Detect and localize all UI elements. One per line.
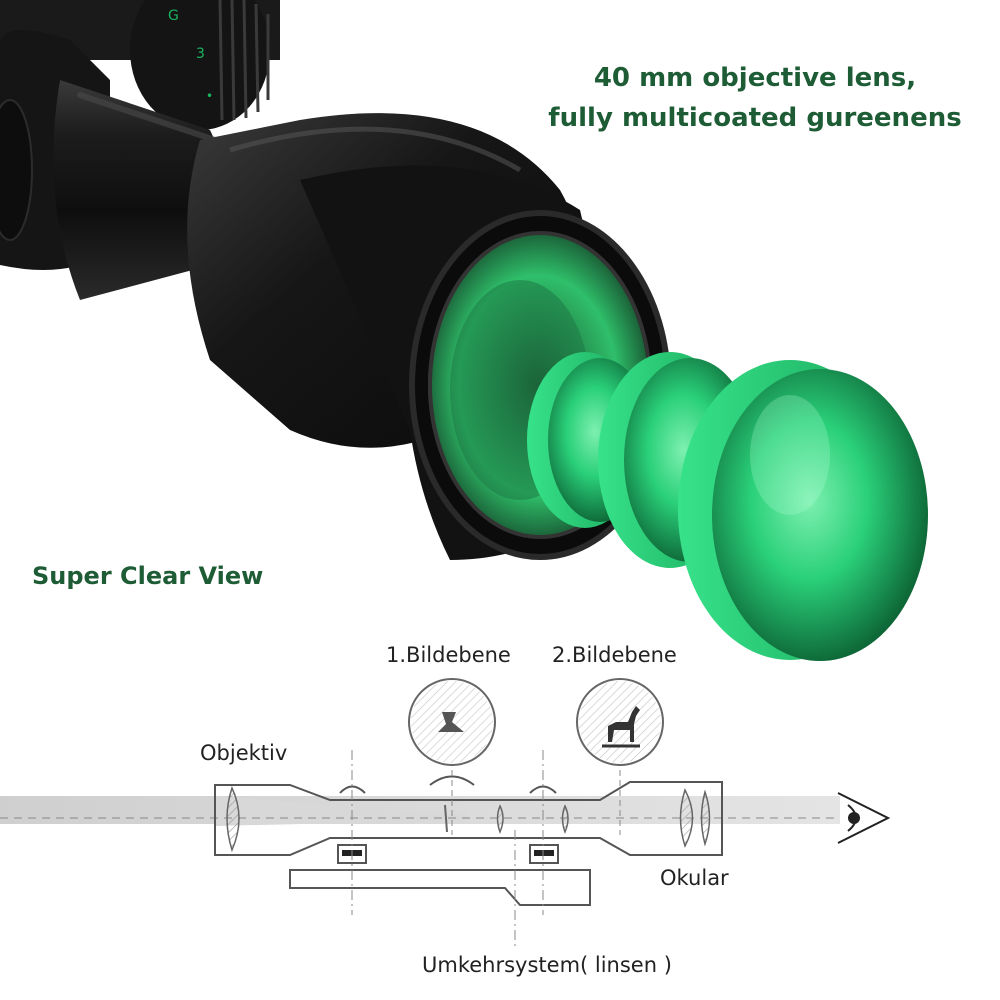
lens-element-3 [678, 360, 928, 661]
label-focal-plane-1: 1.Bildebene [386, 643, 511, 667]
reticle-icon [438, 712, 464, 732]
product-headline: 40 mm objective lens, fully multicoated … [520, 58, 990, 138]
svg-text:•: • [206, 89, 213, 103]
headline-line-2: fully multicoated gureenens [548, 103, 962, 133]
scope-tube-outline [214, 781, 723, 856]
svg-text:G: G [168, 8, 179, 24]
deer-icon [602, 706, 640, 748]
label-erector-system: Umkehrsystem( linsen ) [422, 953, 672, 977]
focal-plane-1-view [408, 678, 496, 766]
headline-line-1: 40 mm objective lens, [593, 63, 917, 93]
scope-cross-section-diagram [0, 678, 891, 948]
subheadline: Super Clear View [32, 562, 264, 590]
mounting-rail [289, 869, 591, 906]
label-focal-plane-2: 2.Bildebene [552, 643, 677, 667]
focal-plane-2-view [576, 678, 664, 766]
exploded-lenses [527, 352, 928, 661]
label-eyepiece: Okular [660, 866, 729, 890]
label-objective: Objektiv [200, 741, 288, 765]
eye-icon [837, 792, 891, 844]
svg-text:3: 3 [196, 46, 205, 62]
